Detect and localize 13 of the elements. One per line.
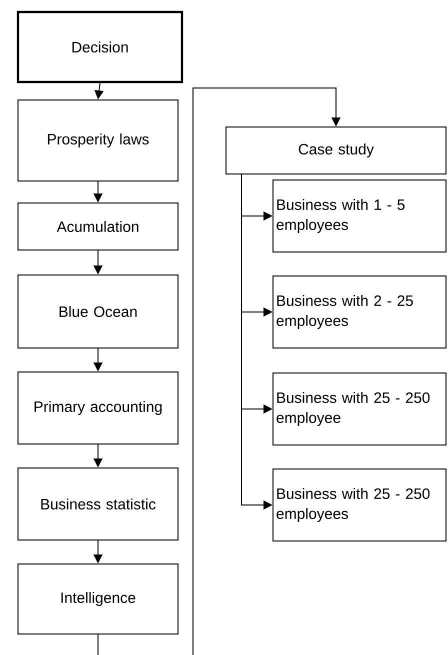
case-box: Business with 25 - 250 employee [272,372,446,446]
case-box: Case study [226,126,446,174]
process-box: Decision [16,10,184,84]
process-box: Acumulation [18,202,178,250]
arrow [98,88,341,655]
case-box: Business with 1 - 5 employees [272,180,446,252]
case-box: Business with 25 - 250 employees [272,468,446,542]
process-box: Prosperity laws [18,100,178,182]
process-box: Blue Ocean [18,274,178,348]
process-box: Primary accounting [18,372,178,444]
process-box: Intelligence [18,564,178,634]
process-box: Business statistic [18,468,178,540]
case-box: Business with 2 - 25 employees [272,276,446,348]
